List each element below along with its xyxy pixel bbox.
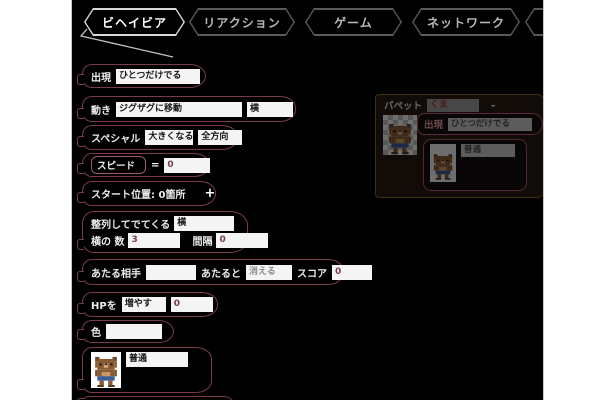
movement-label: 動き [91,105,111,117]
tab-behavior[interactable]: ビヘイビア [84,8,185,36]
special-label: スペシャル [91,134,141,145]
lineup-gap-input[interactable]: 0 [216,233,269,248]
costume-name-input[interactable]: 普通 [126,352,188,367]
collision-score-input[interactable]: 0 [332,264,372,280]
bear-sprite-icon [387,123,413,155]
next-block-partial[interactable] [77,396,234,400]
bear-sprite-icon [432,152,454,182]
puppet-thumbnail [383,115,417,155]
block-hp[interactable]: HPを 増やす 0 [77,292,218,317]
editor-canvas: ビヘイビア リアクション ゲーム ネットワーク 出現 ひとつだけでる 動き ジグ… [71,0,544,400]
block-collision[interactable]: あたる相手 あたると 消える スコア 0 [77,259,372,285]
lineup-label: 整列してでてくる [91,220,171,231]
block-special[interactable]: スペシャル 大きくなる 全方向 [77,125,243,150]
equals-sign: = [151,159,160,171]
block-lineup[interactable]: 整列してでてくる 横 横の 数 3 間隔 0 [77,211,269,253]
special-select[interactable]: 大きくなる [145,130,194,145]
appearance-label: 出現 [91,72,111,84]
block-movement[interactable]: 動き ジグザグに移動 横 [77,96,296,122]
block-color[interactable]: 色 [77,320,174,343]
appearance-select[interactable]: ひとつだけでる [116,68,200,84]
tab-network[interactable]: ネットワーク [412,8,520,36]
block-speed[interactable]: スピード = 0 [77,153,211,177]
tab-shape [412,8,520,36]
lineup-gap-label: 間隔 [192,237,213,248]
lineup-count-label: 横の 数 [91,237,125,248]
collision-action-select[interactable]: 消える [246,264,292,280]
tab-behavior-label: ビヘイビア [101,15,167,30]
tab-game[interactable]: ゲーム [305,8,402,36]
hp-label: HPを [91,301,117,312]
block-appearance[interactable]: 出現 ひとつだけでる [77,64,206,88]
puppet-costume-name: 普通 [461,144,515,157]
puppet-appearance-label: 出現 [424,120,444,131]
costume-sprite-button[interactable] [91,352,121,388]
collision-when-label: あたると [201,268,241,280]
color-input[interactable] [106,324,162,339]
tab-reaction[interactable]: リアクション [189,8,295,36]
tab-shape [305,8,402,36]
tab-network-label: ネットワーク [426,15,505,30]
tab-game-label: ゲーム [334,15,373,30]
bear-sprite-icon [93,356,119,388]
add-start-position-button[interactable]: + [204,186,216,201]
puppet-header: パペット くま - [384,98,496,112]
collision-target-label: あたる相手 [91,268,141,280]
hp-value-input[interactable]: 0 [170,297,213,312]
block-start-position[interactable]: スタート位置: 0箇所 + [77,181,216,206]
lineup-direction-select[interactable]: 横 [174,216,235,231]
puppet-appearance-select: ひとつだけでる [448,117,533,131]
lineup-row-2: 横の 数 3 間隔 0 [91,233,269,248]
tab-partial-label [525,8,543,36]
puppet-label: パペット [384,101,423,112]
puppet-costume-block: 普通 [423,139,527,191]
puppet-remove-button: - [491,98,496,112]
movement-select[interactable]: ジグザグに移動 [116,101,242,117]
color-label: 色 [91,328,101,339]
tab-shape [189,8,295,36]
speed-input[interactable]: 0 [164,157,211,173]
speed-select[interactable]: スピード [91,156,147,174]
lineup-row-1: 整列してでてくる 横 [91,216,235,231]
start-position-label: スタート位置: 0箇所 [91,190,186,201]
special-direction-select[interactable]: 全方向 [198,130,243,145]
puppet-panel: パペット くま - 出現 ひとつだけでる 普通 [375,94,543,198]
collision-score-label: スコア [297,268,327,280]
tab-shape [525,8,544,36]
puppet-appearance-block: 出現 ひとつだけでる [417,113,543,135]
collision-target-input[interactable] [146,264,196,280]
lineup-count-input[interactable]: 3 [128,233,181,248]
puppet-costume-sprite [430,144,456,182]
block-costume[interactable]: 普通 [77,347,212,393]
puppet-name-input: くま [427,98,480,112]
hp-action-select[interactable]: 増やす [121,297,166,312]
tab-reaction-label: リアクション [203,15,281,30]
movement-direction-select[interactable]: 横 [247,101,293,117]
tab-partial[interactable] [525,8,544,36]
